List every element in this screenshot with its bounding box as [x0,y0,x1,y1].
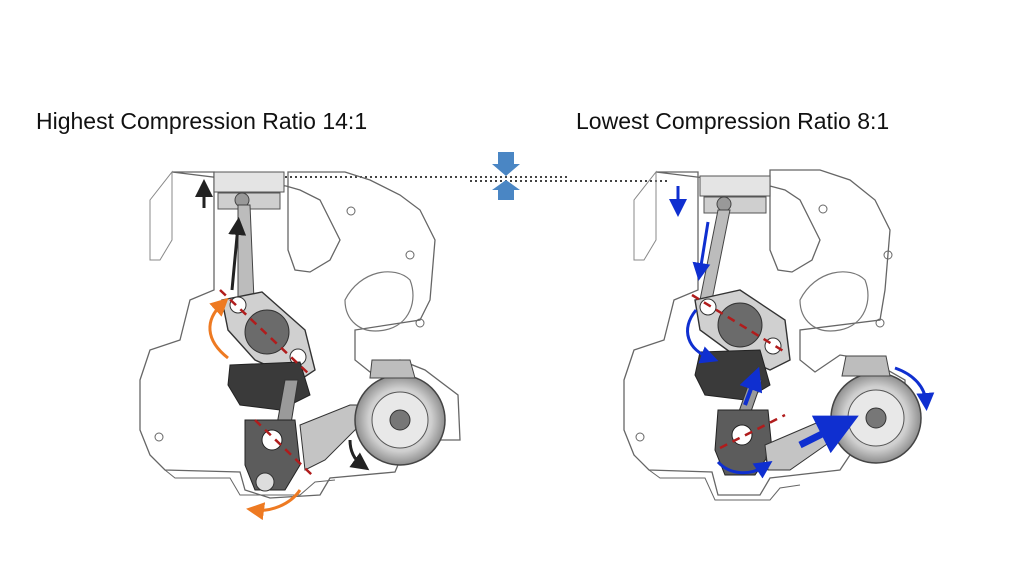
orange-rotate-lower-arrow [246,489,302,521]
blue-rotate-upper-arrow [686,309,719,364]
blue-rotate-lower-arrow [716,460,773,479]
orange-rotate-upper-arrow [208,297,229,360]
title-highest-compression: Highest Compression Ratio 14:1 [36,108,368,134]
piston [213,171,285,210]
link-axis [691,293,786,354]
connecting-rod [699,209,731,301]
link-axis [219,289,311,376]
black-rotate-gear-arrow [348,439,370,471]
rod-up-arrow [228,217,247,291]
blue-push-arrow [798,415,859,454]
control-shaft [244,419,301,491]
engine-block-outline [139,171,461,499]
title-lowest-compression: Lowest Compression Ratio 8:1 [576,108,890,134]
piston [699,175,771,214]
crank-counterweight [227,361,311,411]
compression-indicator-icon [492,152,520,200]
shaft-axis [719,413,786,450]
blue-rotate-gear-arrow [894,366,935,411]
rod-down-arrow [692,221,711,281]
engine-low-compression [623,169,935,501]
blue-link-up-arrow [739,366,763,406]
connecting-rod [237,204,255,301]
engine-high-compression [139,170,461,521]
